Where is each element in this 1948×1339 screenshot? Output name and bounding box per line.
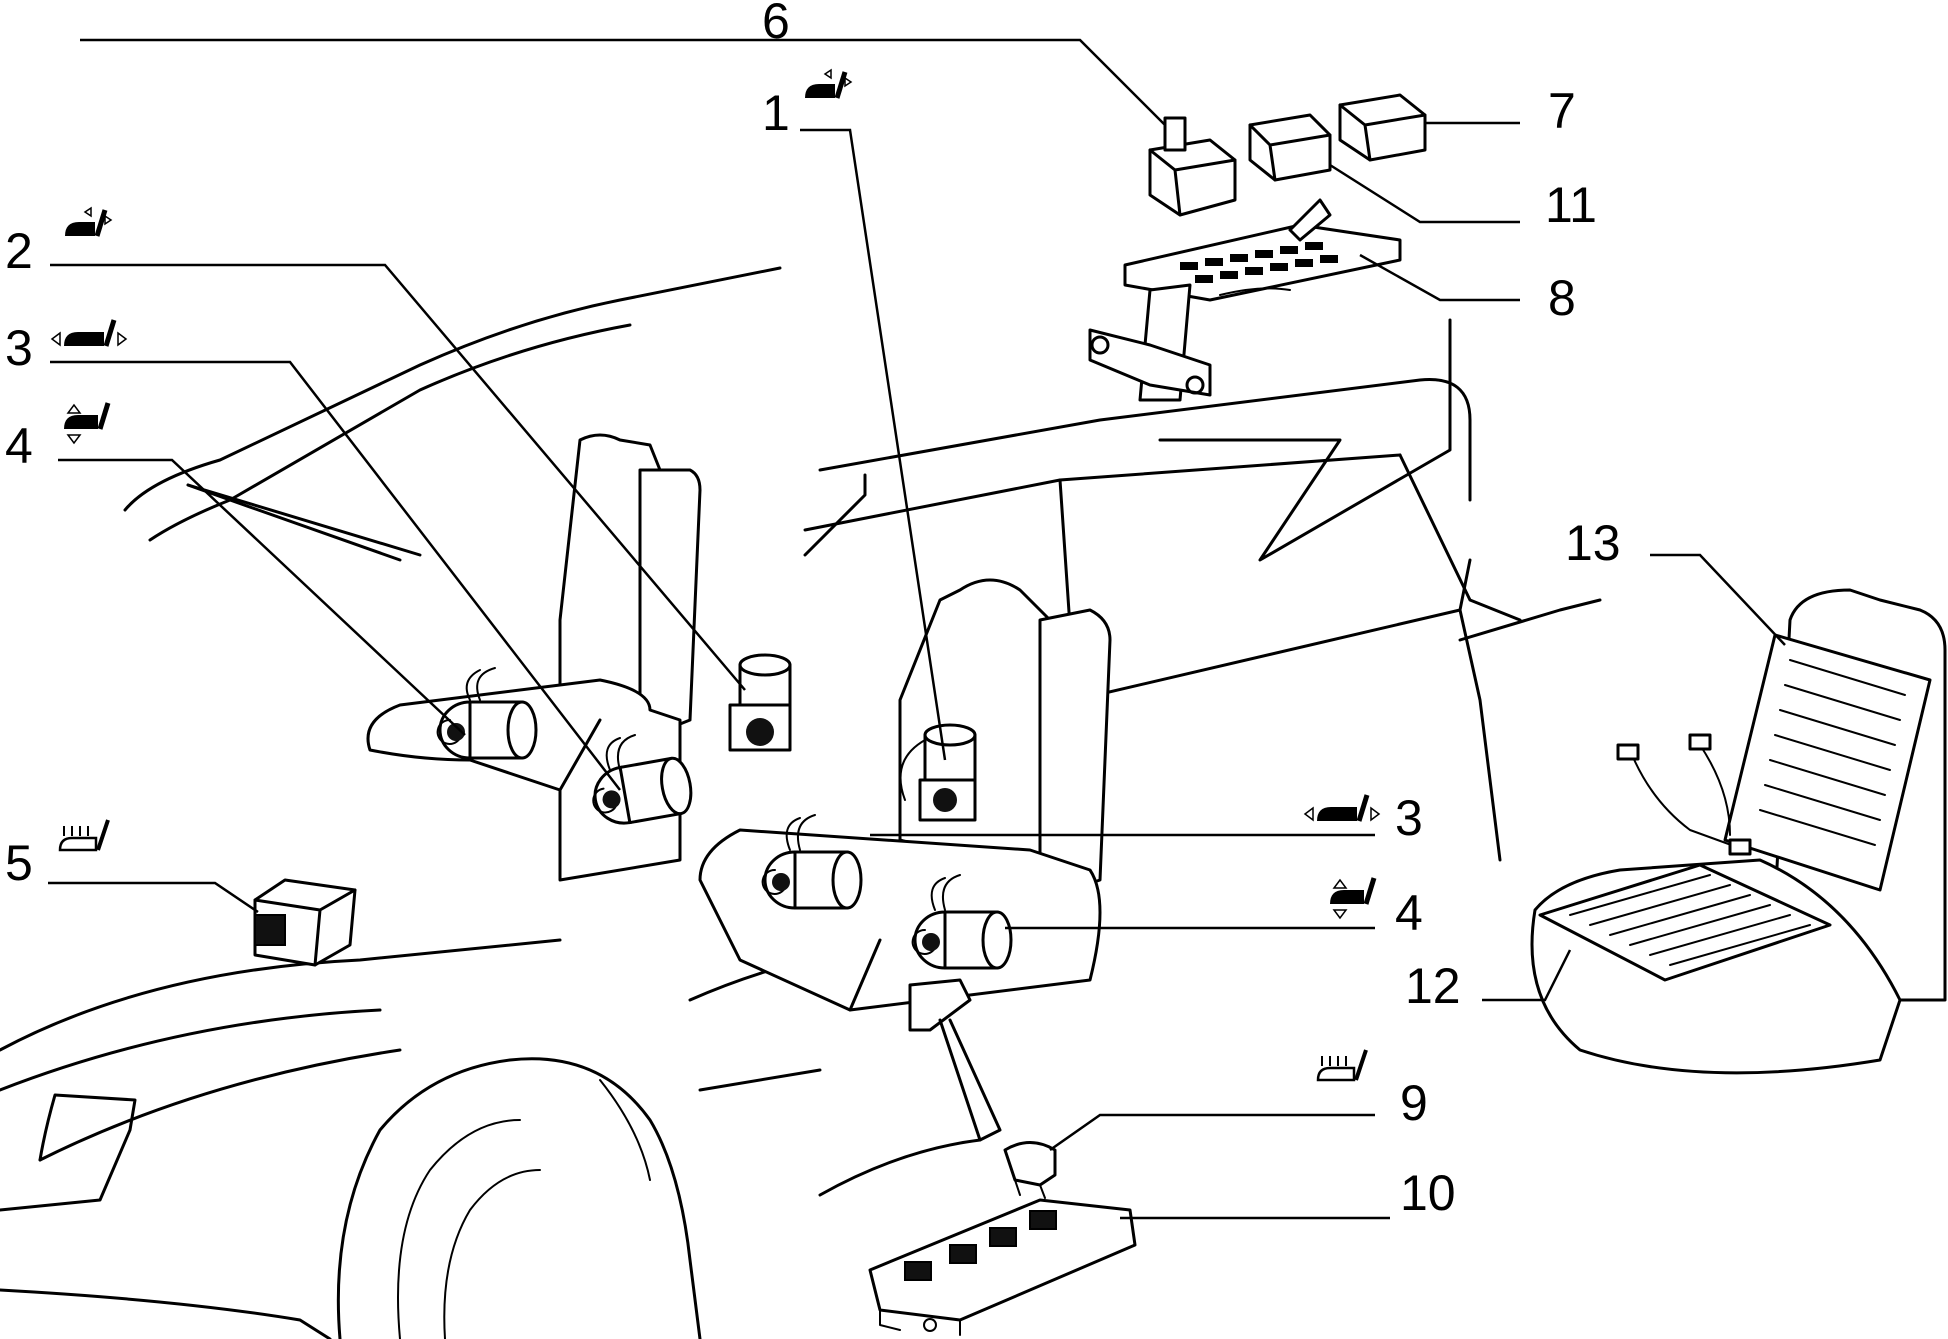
callout-9: 9	[1316, 1048, 1428, 1131]
seat-backrest-tilt-icon	[805, 70, 851, 98]
control-panel-location	[818, 978, 1002, 1197]
car-body-outline	[0, 266, 1602, 1339]
bracket-location-arrow	[1158, 318, 1452, 562]
relay-11	[1248, 113, 1332, 182]
seat-heater-icon	[58, 818, 110, 852]
callout-4a-number: 4	[5, 418, 33, 474]
motor-left-tilt	[728, 653, 792, 752]
motor-left-height	[436, 667, 538, 760]
motor-right-height	[911, 874, 1013, 970]
callout-13-number: 13	[1565, 515, 1621, 571]
callout-3b-number: 3	[1395, 790, 1423, 846]
callout-4a: 4	[5, 403, 108, 474]
callout-7-number: 7	[1548, 83, 1576, 139]
callout-6: 6	[762, 0, 790, 49]
relay-6	[1148, 116, 1237, 217]
callout-2: 2	[5, 208, 111, 279]
seat-slide-fore-aft-icon	[52, 320, 126, 346]
leader-lines	[48, 38, 1786, 1220]
relay-bracket	[1088, 198, 1402, 402]
callout-12-number: 12	[1405, 958, 1461, 1014]
callout-11-number: 11	[1545, 177, 1597, 233]
motor-left-slide	[586, 734, 697, 830]
backrest-heater-elements	[1759, 659, 1906, 846]
callout-3a-number: 3	[5, 320, 33, 376]
heater-relay	[253, 878, 357, 967]
callout-3b: 3	[1305, 790, 1423, 846]
callout-10: 10	[1400, 1165, 1456, 1221]
seat-control-panel	[868, 1198, 1137, 1336]
callout-4b-number: 4	[1395, 885, 1423, 941]
heated-seat-assembly	[1530, 588, 1947, 1075]
callout-5-number: 5	[5, 835, 33, 891]
callout-8-number: 8	[1548, 270, 1576, 326]
relay-7	[1338, 93, 1427, 162]
callout-1: 1	[762, 70, 851, 141]
cushion-heater-elements	[1569, 874, 1811, 966]
relay-bracket-slots	[1180, 242, 1338, 283]
right-front-seat	[698, 578, 1112, 1012]
heater-switch	[1003, 1141, 1057, 1199]
motor-right-slide	[761, 814, 863, 910]
callout-5: 5	[5, 818, 110, 891]
callout-6-number: 6	[762, 0, 790, 49]
callout-2-number: 2	[5, 223, 33, 279]
callout-10-number: 10	[1400, 1165, 1456, 1221]
callout-12: 12	[1405, 958, 1461, 1014]
callout-13: 13	[1565, 515, 1621, 571]
seat-height-up-down-icon	[64, 403, 108, 443]
callout-11: 11	[1545, 177, 1597, 233]
seat-slide-fore-aft-icon	[1305, 795, 1379, 821]
callout-9-number: 9	[1400, 1075, 1428, 1131]
motor-right-tilt	[899, 723, 977, 822]
callout-7: 7	[1548, 83, 1576, 139]
callout-4b: 4	[1330, 878, 1423, 941]
callout-1-number: 1	[762, 85, 790, 141]
callout-3a: 3	[5, 320, 126, 376]
seat-height-up-down-icon	[1330, 878, 1374, 918]
seat-heater-icon	[1316, 1048, 1368, 1082]
seat-backrest-tilt-icon	[65, 208, 111, 236]
callout-8: 8	[1548, 270, 1576, 326]
